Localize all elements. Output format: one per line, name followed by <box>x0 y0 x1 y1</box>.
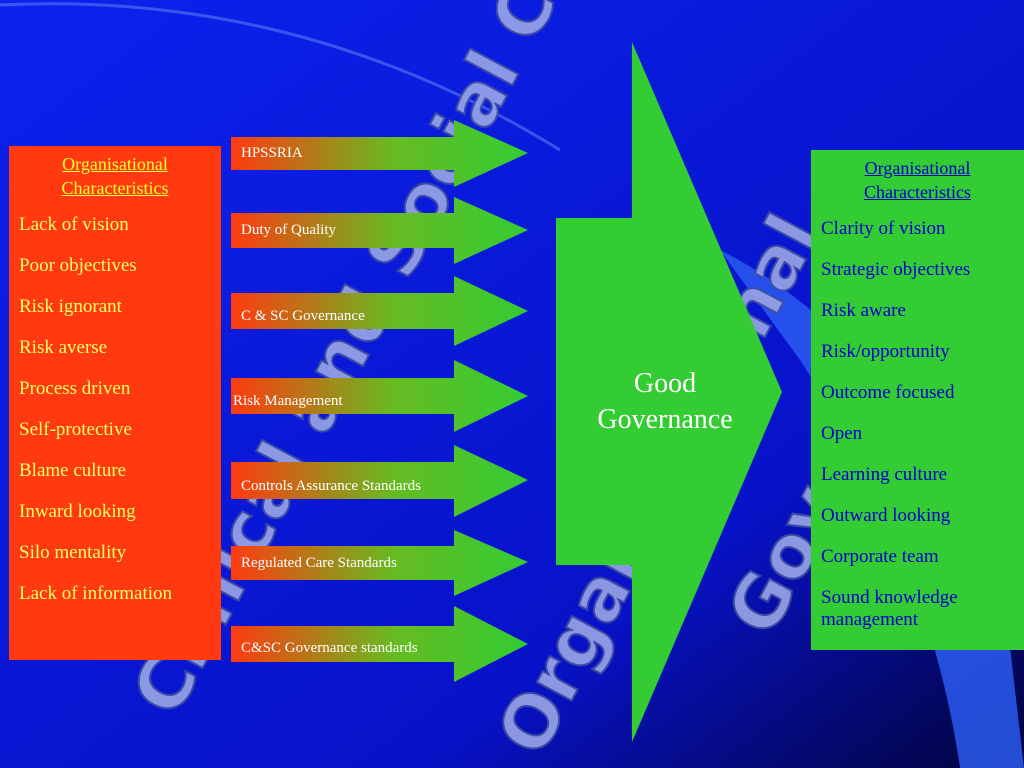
right-item: Open <box>821 423 863 444</box>
left-item: Risk ignorant <box>19 296 122 317</box>
arrow-risk-management <box>231 360 528 432</box>
left-item: Poor objectives <box>19 255 137 276</box>
arrow-label-csc-standards: C&SC Governance standards <box>241 640 418 656</box>
good-governance-arrow <box>556 42 782 742</box>
arrow-regulated-care <box>231 530 528 596</box>
arrow-label-csc-governance: C & SC Governance <box>241 308 365 324</box>
right-panel-title: Organisational Characteristics <box>864 158 971 202</box>
good-governance-label: Good Governance <box>597 368 733 435</box>
right-item: Sound knowledge management <box>821 587 958 630</box>
left-item: Self-protective <box>19 419 132 440</box>
right-item: Risk/opportunity <box>821 341 950 362</box>
left-item: Process driven <box>19 378 131 399</box>
arrow-label-risk-management: Risk Management <box>233 393 343 409</box>
left-characteristics-panel: Organisational Characteristics Lack of v… <box>9 146 221 660</box>
arrow-csc-governance <box>231 276 528 346</box>
right-item: Risk aware <box>821 300 906 321</box>
left-item: Lack of information <box>19 583 173 604</box>
right-item: Strategic objectives <box>821 259 971 280</box>
right-item: Corporate team <box>821 546 939 567</box>
right-item: Outcome focused <box>821 382 955 403</box>
right-characteristics-panel: Organisational Characteristics Clarity o… <box>811 150 1024 650</box>
left-item: Inward looking <box>19 501 136 522</box>
left-item: Silo mentality <box>19 542 127 563</box>
left-item: Risk averse <box>19 337 108 358</box>
right-item: Learning culture <box>821 464 948 485</box>
arrow-label-controls-assurance: Controls Assurance Standards <box>241 478 421 494</box>
right-item: Clarity of vision <box>821 218 946 239</box>
arrow-label-hpssria: HPSSRIA <box>241 145 303 161</box>
input-arrows <box>231 120 528 682</box>
arrow-label-regulated-care: Regulated Care Standards <box>241 555 397 571</box>
arrow-controls-assurance <box>231 445 528 517</box>
right-item: Outward looking <box>821 505 951 526</box>
left-panel-title: Organisational Characteristics <box>61 154 169 198</box>
left-item: Lack of vision <box>19 214 129 235</box>
arrow-hpssria <box>231 120 528 187</box>
arrow-csc-standards <box>231 606 528 682</box>
arrow-label-duty-of-quality: Duty of Quality <box>241 222 336 238</box>
arrow-duty-of-quality <box>231 197 528 264</box>
left-item: Blame culture <box>19 460 127 481</box>
